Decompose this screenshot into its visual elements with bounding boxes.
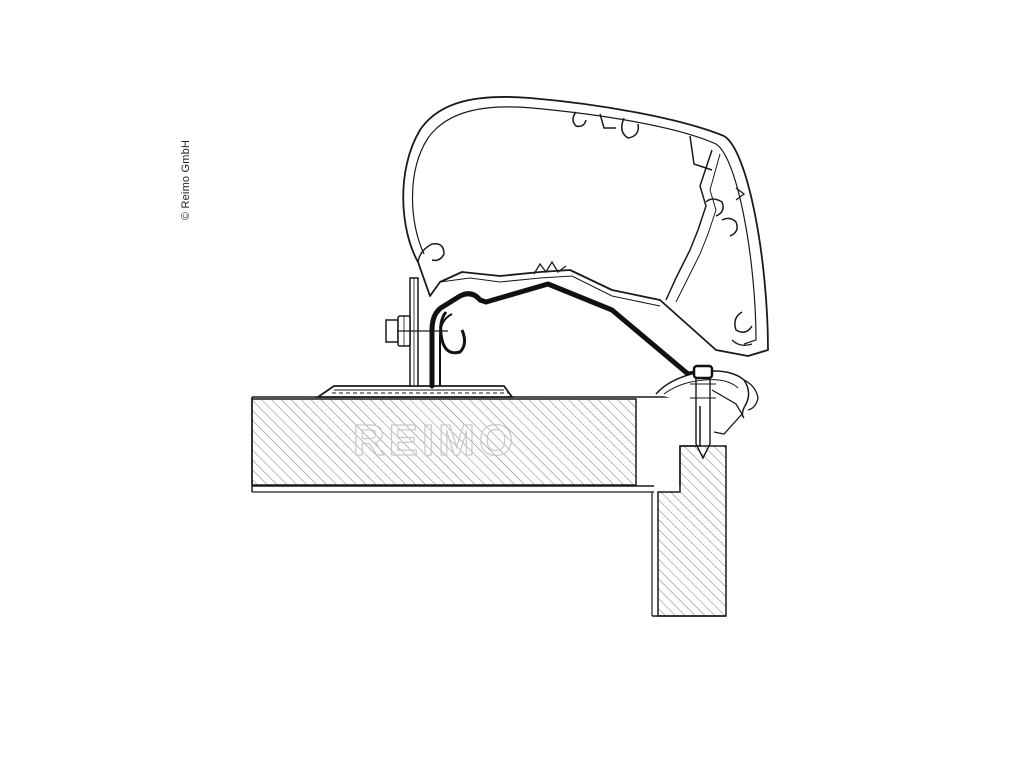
fixing-screw bbox=[690, 364, 716, 460]
base-plate bbox=[315, 385, 514, 398]
gutter-rail-clip bbox=[655, 370, 759, 435]
side-wall bbox=[651, 445, 727, 617]
roof-panel bbox=[251, 396, 701, 493]
watermark-text: REIMO bbox=[353, 416, 517, 465]
awning-cassette bbox=[402, 95, 769, 357]
adapter-profile bbox=[429, 281, 711, 389]
vertical-bracket bbox=[409, 277, 419, 387]
bolt-assembly bbox=[385, 315, 448, 347]
